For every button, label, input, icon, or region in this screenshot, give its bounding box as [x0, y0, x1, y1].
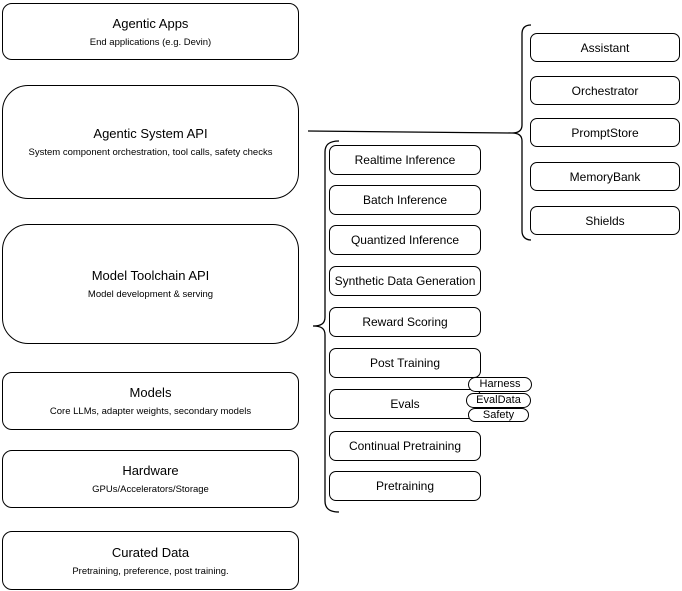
box-subtitle: GPUs/Accelerators/Storage: [92, 484, 209, 495]
box-agentic-apps: Agentic Apps End applications (e.g. Devi…: [2, 3, 299, 60]
box-label: PromptStore: [571, 125, 639, 140]
box-promptstore: PromptStore: [530, 118, 680, 147]
box-label: Evals: [390, 397, 420, 411]
box-subtitle: Model development & serving: [87, 289, 214, 300]
box-label: MemoryBank: [569, 169, 641, 184]
box-label: Batch Inference: [362, 193, 448, 207]
box-hardware: Hardware GPUs/Accelerators/Storage: [2, 450, 299, 508]
tag-evaldata: EvalData: [466, 393, 531, 408]
box-title: Model Toolchain API: [91, 268, 210, 283]
box-subtitle: Core LLMs, adapter weights, secondary mo…: [49, 406, 252, 417]
tag-label: Safety: [482, 408, 515, 421]
box-title: Agentic Apps: [112, 15, 189, 31]
box-memorybank: MemoryBank: [530, 162, 680, 191]
box-label: Synthetic Data Generation: [334, 274, 476, 288]
box-label: Realtime Inference: [354, 153, 456, 167]
box-synthetic-data-generation: Synthetic Data Generation: [329, 266, 481, 296]
box-evals: Evals: [329, 389, 481, 419]
box-label: Orchestrator: [571, 83, 639, 98]
box-post-training: Post Training: [329, 348, 481, 378]
box-shields: Shields: [530, 206, 680, 235]
box-models: Models Core LLMs, adapter weights, secon…: [2, 372, 299, 430]
box-subtitle: End applications (e.g. Devin): [89, 36, 212, 48]
box-assistant: Assistant: [530, 33, 680, 62]
box-title: Curated Data: [111, 544, 190, 560]
system-api-to-right-group-connector-line: [307, 130, 513, 134]
box-subtitle: Pretraining, preference, post training.: [72, 565, 229, 577]
box-label: Continual Pretraining: [348, 439, 462, 453]
box-title: Agentic System API: [93, 126, 208, 141]
box-orchestrator: Orchestrator: [530, 76, 680, 105]
tag-safety: Safety: [468, 408, 529, 422]
box-label: Reward Scoring: [362, 315, 448, 329]
box-batch-inference: Batch Inference: [329, 185, 481, 215]
box-reward-scoring: Reward Scoring: [329, 307, 481, 337]
box-pretraining: Pretraining: [329, 471, 481, 501]
right-group-brace: [511, 24, 532, 241]
box-title: Hardware: [122, 463, 179, 478]
tag-label: EvalData: [476, 394, 521, 406]
box-label: Quantized Inference: [350, 233, 460, 247]
box-label: Assistant: [580, 40, 630, 55]
box-quantized-inference: Quantized Inference: [329, 225, 481, 255]
tag-harness: Harness: [468, 377, 532, 392]
tag-label: Harness: [479, 378, 521, 390]
box-continual-pretraining: Continual Pretraining: [329, 431, 481, 461]
box-curated-data: Curated Data Pretraining, preference, po…: [2, 531, 299, 590]
box-model-toolchain-api: Model Toolchain API Model development & …: [2, 224, 299, 344]
box-label: Pretraining: [375, 479, 435, 493]
box-agentic-system-api: Agentic System API System component orch…: [2, 85, 299, 199]
box-label: Post Training: [369, 356, 441, 370]
box-subtitle: System component orchestration, tool cal…: [28, 147, 273, 158]
box-realtime-inference: Realtime Inference: [329, 145, 481, 175]
box-label: Shields: [585, 213, 625, 228]
box-title: Models: [129, 385, 172, 400]
